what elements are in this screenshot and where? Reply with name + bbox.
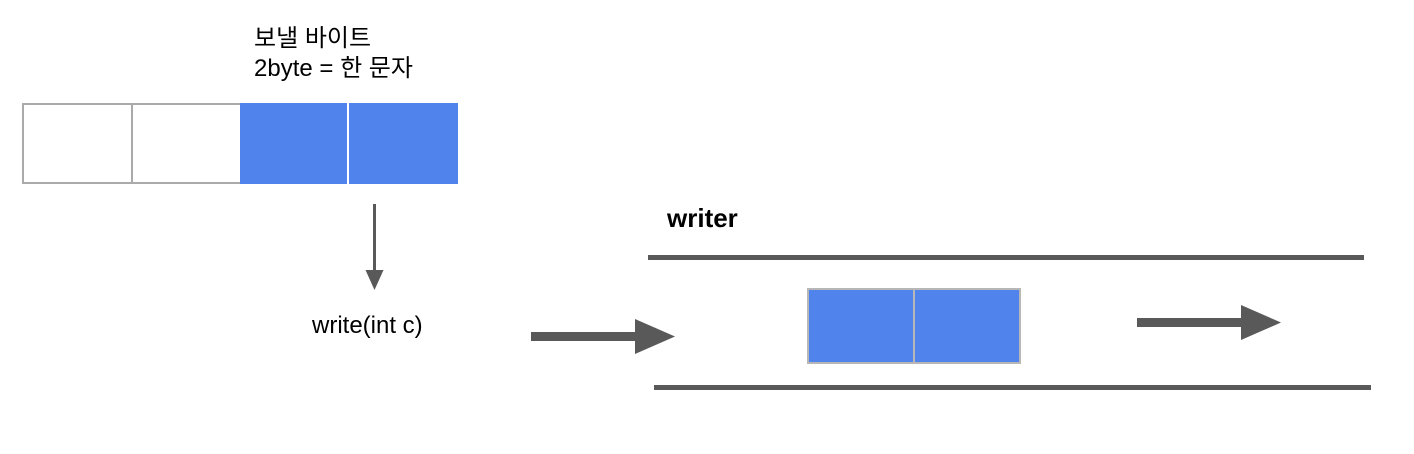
down-arrow-icon	[365, 204, 384, 290]
right-arrow-out-icon	[1137, 305, 1281, 340]
byte-strip-caption-line2: 2byte = 한 문자	[254, 55, 413, 82]
writer-title: writer	[667, 203, 738, 233]
byte-cell-empty-1	[22, 103, 133, 184]
pipe-packet	[807, 288, 1021, 364]
packet-cell-1	[809, 290, 913, 362]
byte-strip-caption-line1: 보낼 바이트	[254, 25, 372, 52]
pipe-wall-top	[648, 255, 1364, 260]
byte-cell-filled-2	[349, 103, 458, 184]
byte-strip	[22, 103, 458, 184]
byte-cell-empty-2	[131, 103, 242, 184]
write-call-label: write(int c)	[312, 312, 423, 339]
right-arrow-in-icon	[531, 319, 675, 354]
packet-cell-2	[913, 290, 1019, 362]
byte-cell-filled-1	[240, 103, 347, 184]
pipe-wall-bottom	[654, 385, 1371, 390]
